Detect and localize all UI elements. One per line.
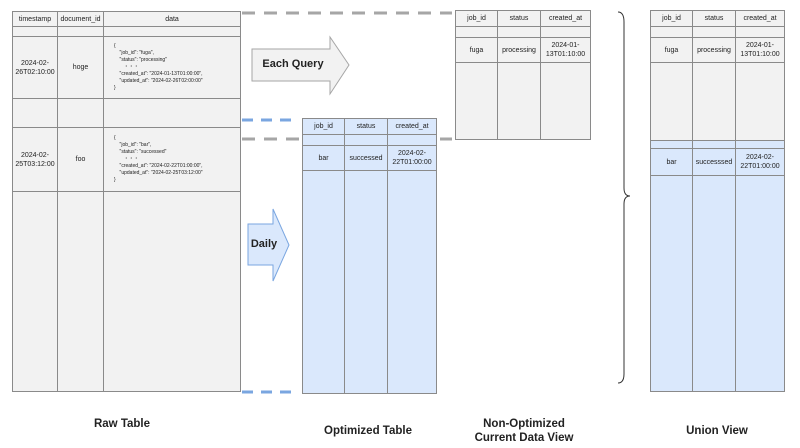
optimized-header-created-at: created_at xyxy=(387,118,437,135)
optimized-cell-empty xyxy=(344,170,388,394)
raw-cell-empty xyxy=(12,191,58,392)
raw-cell-empty xyxy=(57,98,104,128)
non-optimized-header-status: status xyxy=(497,10,541,27)
non-optimized-header-created-at: created_at xyxy=(540,10,591,27)
union-header-created-at: created_at xyxy=(735,10,785,27)
optimized-header-job-id: job_id xyxy=(302,118,345,135)
union-cell-empty xyxy=(692,26,736,38)
union-cell-empty xyxy=(735,140,785,149)
non-optimized-cell-empty xyxy=(497,62,541,140)
union-view-upper: job_id status created_at fuga processing… xyxy=(650,10,785,141)
table-row: 2024-02- 25T03:12:00 foo { "job_id": "ba… xyxy=(12,127,241,192)
raw-cell-data: { "job_id": "bar", "status": "successed"… xyxy=(103,127,241,192)
table-row: bar successed 2024-02- 22T01:00:00 xyxy=(302,145,437,171)
raw-cell-empty xyxy=(103,191,241,392)
non-optimized-cell-created-at: 2024-01- 13T01:10:00 xyxy=(540,37,591,63)
union-view-caption: Union View xyxy=(686,425,748,437)
non-optimized-cell-empty xyxy=(540,62,591,140)
union-view-lower: bar successsed 2024-02- 22T01:00:00 xyxy=(650,140,785,392)
non-optimized-cell-empty xyxy=(455,62,498,140)
non-optimized-cell-empty xyxy=(497,26,541,38)
table-row: fuga processing 2024-01- 13T01:10:00 xyxy=(650,37,785,63)
union-cell-empty xyxy=(650,175,693,392)
non-optimized-view-caption: Non-Optimized Current Data View xyxy=(474,418,574,444)
curly-brace xyxy=(617,11,631,384)
union-cell-empty xyxy=(650,140,693,149)
raw-table: timestamp document_id data 2024-02- 26T0… xyxy=(12,11,241,392)
union-cell-empty xyxy=(735,26,785,38)
non-optimized-view: job_id status created_at fuga processing… xyxy=(455,10,591,140)
optimized-cell-empty xyxy=(344,134,388,146)
optimized-cell-empty xyxy=(302,134,345,146)
raw-cell-empty xyxy=(103,98,241,128)
union-cell-job-id: fuga xyxy=(650,37,693,63)
non-optimized-cell-job-id: fuga xyxy=(455,37,498,63)
union-cell-empty xyxy=(692,175,736,392)
union-cell-empty xyxy=(735,175,785,392)
union-header-status: status xyxy=(692,10,736,27)
table-row: bar successsed 2024-02- 22T01:00:00 xyxy=(650,148,785,176)
union-cell-status: successsed xyxy=(692,148,736,176)
non-optimized-cell-empty xyxy=(540,26,591,38)
each-query-arrow xyxy=(251,35,350,96)
raw-cell-document-id: hoge xyxy=(57,36,104,99)
table-row: fuga processing 2024-01- 13T01:10:00 xyxy=(455,37,591,63)
raw-header-document-id: document_id xyxy=(57,11,104,27)
table-row: 2024-02- 26T02:10:00 hoge { "job_id": "f… xyxy=(12,36,241,99)
non-optimized-cell-empty xyxy=(455,26,498,38)
union-cell-empty xyxy=(650,26,693,38)
union-cell-created-at: 2024-02- 22T01:00:00 xyxy=(735,148,785,176)
optimized-header-status: status xyxy=(344,118,388,135)
optimized-cell-job-id: bar xyxy=(302,145,345,171)
optimized-cell-created-at: 2024-02- 22T01:00:00 xyxy=(387,145,437,171)
union-cell-empty xyxy=(692,62,736,141)
daily-arrow xyxy=(247,208,290,282)
raw-header-timestamp: timestamp xyxy=(12,11,58,27)
raw-cell-document-id: foo xyxy=(57,127,104,192)
raw-cell-empty xyxy=(57,191,104,392)
raw-table-caption: Raw Table xyxy=(93,418,151,430)
each-query-label: Each Query xyxy=(262,58,324,70)
union-header-job-id: job_id xyxy=(650,10,693,27)
raw-cell-timestamp: 2024-02- 25T03:12:00 xyxy=(12,127,58,192)
non-optimized-header-job-id: job_id xyxy=(455,10,498,27)
union-view: job_id status created_at fuga processing… xyxy=(650,10,785,392)
optimized-cell-status: successed xyxy=(344,145,388,171)
optimized-table-caption: Optimized Table xyxy=(324,425,412,437)
non-optimized-cell-status: processing xyxy=(497,37,541,63)
raw-cell-empty xyxy=(12,98,58,128)
optimized-cell-empty xyxy=(387,134,437,146)
optimized-table: job_id status created_at bar successed 2… xyxy=(302,118,437,394)
optimized-cell-empty xyxy=(302,170,345,394)
optimized-cell-empty xyxy=(387,170,437,394)
union-cell-job-id: bar xyxy=(650,148,693,176)
union-cell-empty xyxy=(735,62,785,141)
union-cell-created-at: 2024-01- 13T01:10:00 xyxy=(735,37,785,63)
union-cell-status: processing xyxy=(692,37,736,63)
union-cell-empty xyxy=(650,62,693,141)
daily-label: Daily xyxy=(250,238,278,250)
union-cell-empty xyxy=(692,140,736,149)
raw-cell-data: { "job_id": "fuga", "status": "processin… xyxy=(103,36,241,99)
